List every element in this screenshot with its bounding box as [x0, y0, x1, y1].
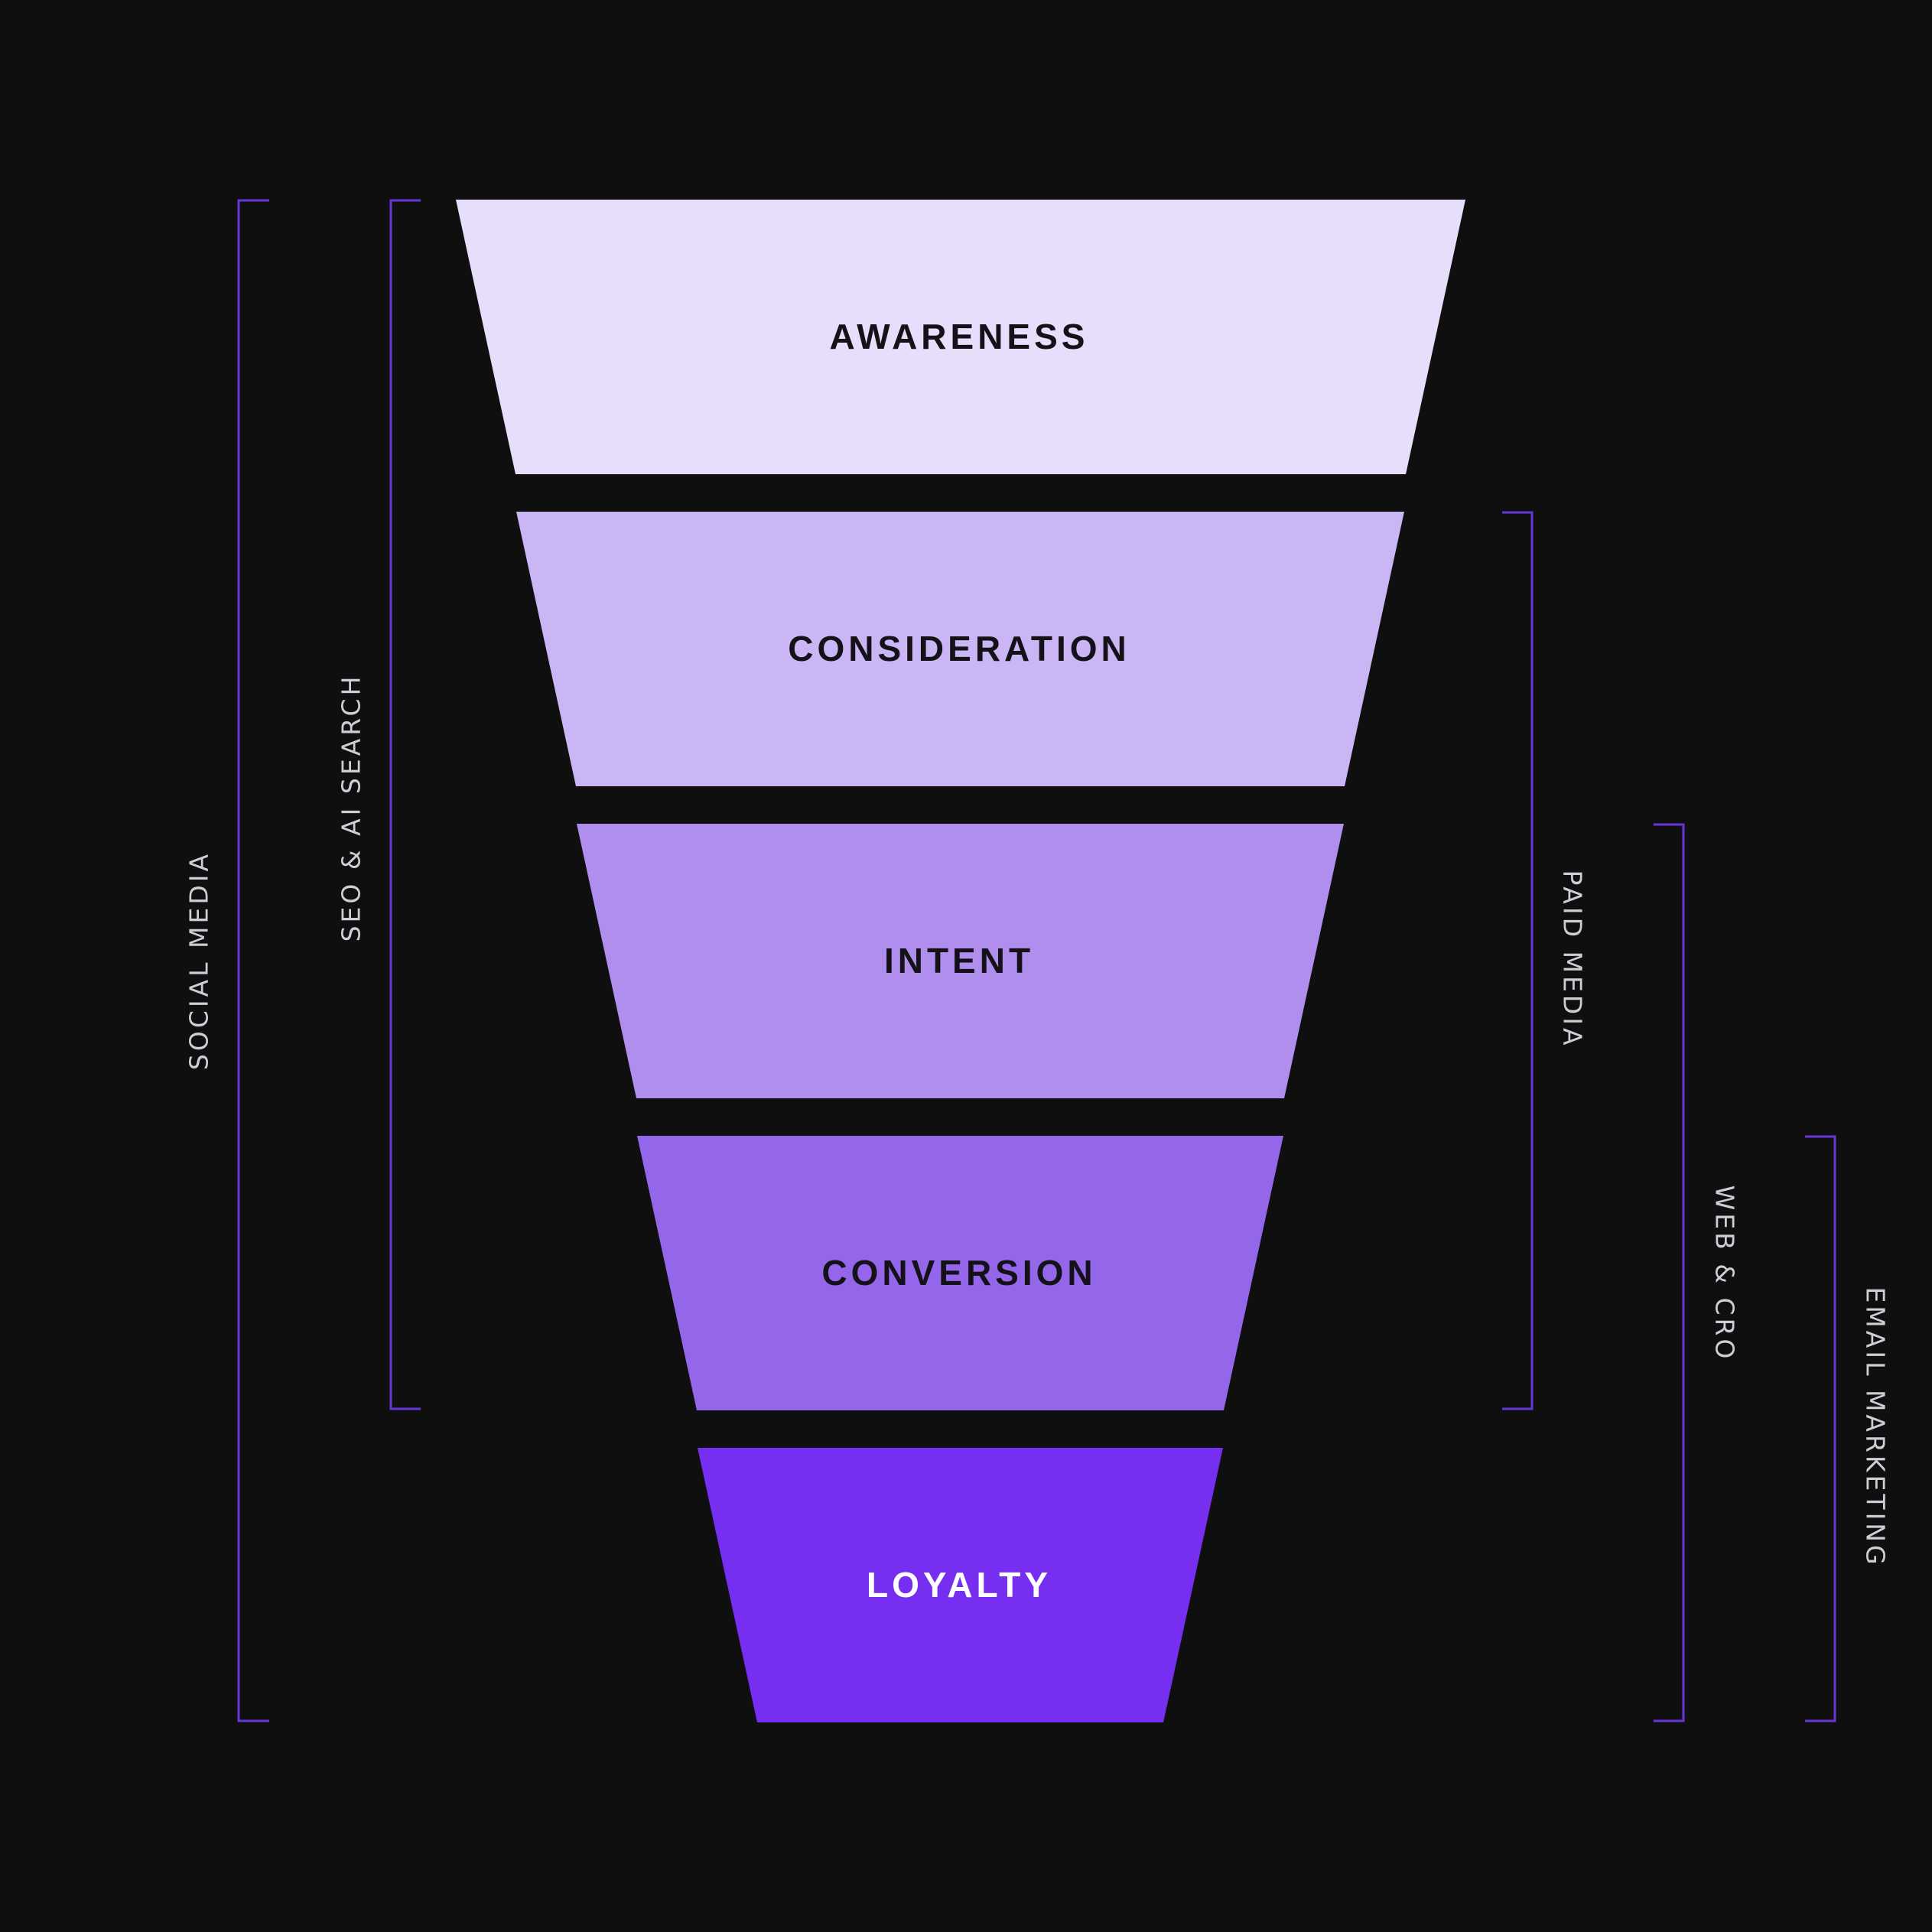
stage-intent-shape [577, 824, 1344, 1098]
channel-email-marketing: EMAIL MARKETING [1805, 1135, 1891, 1722]
stage-awareness: AWARENESS [456, 200, 1465, 474]
email-marketing-label: EMAIL MARKETING [1861, 1286, 1891, 1567]
stage-awareness-label: AWARENESS [830, 317, 1089, 356]
stage-consideration-label: CONSIDERATION [788, 629, 1130, 668]
stage-loyalty-label: LOYALTY [867, 1565, 1052, 1605]
seo-ai-search-label: SEO & AI SEARCH [337, 674, 366, 942]
stage-intent: INTENT [577, 824, 1344, 1098]
channel-brackets: SOCIAL MEDIA SEO & AI SEARCH PAID MEDIA … [184, 199, 1891, 1722]
social-media-bracket [237, 199, 269, 1722]
web-cro-label: WEB & CRO [1710, 1186, 1740, 1362]
paid-media-label: PAID MEDIA [1558, 870, 1588, 1048]
channel-social-media: SOCIAL MEDIA [184, 199, 269, 1722]
stage-consideration-shape [516, 512, 1404, 786]
stage-conversion: CONVERSION [637, 1136, 1283, 1410]
stage-loyalty: LOYALTY [698, 1448, 1223, 1722]
stage-consideration: CONSIDERATION [516, 512, 1404, 786]
stage-conversion-shape [637, 1136, 1283, 1410]
channel-seo-ai-search: SEO & AI SEARCH [337, 199, 421, 1410]
stage-conversion-label: CONVERSION [821, 1253, 1096, 1293]
stage-awareness-shape [456, 200, 1465, 474]
social-media-label: SOCIAL MEDIA [184, 851, 214, 1070]
stage-intent-label: INTENT [884, 941, 1034, 981]
channel-paid-media: PAID MEDIA [1502, 511, 1588, 1410]
web-cro-bracket [1654, 823, 1685, 1722]
stage-loyalty-shape [698, 1448, 1223, 1722]
channel-web-cro: WEB & CRO [1654, 823, 1740, 1722]
email-marketing-bracket [1805, 1135, 1836, 1722]
paid-media-bracket [1502, 511, 1534, 1410]
seo-ai-search-bracket [389, 199, 421, 1410]
funnel-stages: AWARENESS CONSIDERATION INTENT CONVERSIO… [456, 200, 1465, 1722]
